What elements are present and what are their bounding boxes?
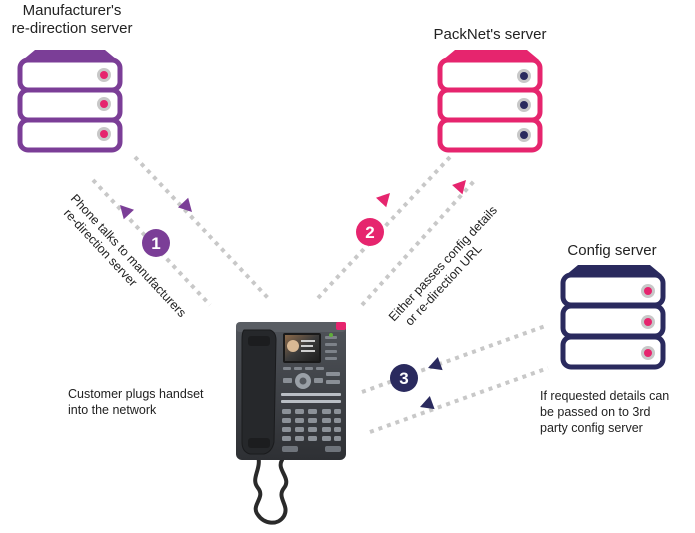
server-icon bbox=[437, 50, 543, 153]
arrow-to-phone-navy-b bbox=[420, 395, 435, 410]
manufacturer-label-line2: re-direction server bbox=[12, 20, 133, 37]
arrow-to-phone-purple bbox=[177, 197, 192, 212]
requested-note-line3: party config server bbox=[540, 421, 643, 435]
step-2-label-line1: Either passes config details bbox=[386, 203, 500, 324]
step-badge-1: 1 bbox=[142, 229, 170, 257]
step-number-2: 2 bbox=[365, 223, 374, 242]
arrowheads bbox=[120, 180, 466, 410]
packnet-server: PackNet's server bbox=[434, 26, 547, 153]
connector-config-a bbox=[361, 323, 549, 394]
customer-note-line1: Customer plugs handset bbox=[68, 387, 204, 401]
server-icon bbox=[17, 50, 123, 153]
packnet-label: PackNet's server bbox=[434, 26, 547, 43]
handset-cord bbox=[253, 453, 289, 525]
desk-phone-icon bbox=[236, 322, 346, 525]
requested-note-line2: be passed on to 3rd bbox=[540, 405, 651, 419]
arrow-to-packnet-b bbox=[452, 180, 466, 195]
requested-note: If requested details can be passed on to… bbox=[540, 389, 669, 435]
connector-packnet-b bbox=[360, 178, 477, 307]
step-number-3: 3 bbox=[399, 369, 408, 388]
customer-note-line2: into the network bbox=[68, 403, 157, 417]
connector-manufacturer-b bbox=[91, 178, 212, 307]
customer-note: Customer plugs handset into the network bbox=[68, 387, 204, 417]
step-badge-3: 3 bbox=[390, 364, 418, 392]
manufacturer-label-line1: Manufacturer's bbox=[23, 2, 122, 19]
config-label: Config server bbox=[567, 242, 656, 259]
server-icon bbox=[560, 265, 666, 370]
manufacturer-server: Manufacturer's re-direction server bbox=[12, 2, 133, 153]
step-2-label: Either passes config details or re-direc… bbox=[386, 203, 500, 328]
step-badge-2: 2 bbox=[356, 218, 384, 246]
step-number-1: 1 bbox=[151, 234, 160, 253]
config-server: Config server bbox=[560, 242, 666, 370]
connectors bbox=[91, 155, 549, 434]
arrow-to-manufacturer bbox=[120, 205, 134, 220]
phone-handset bbox=[241, 329, 277, 455]
requested-note-line1: If requested details can bbox=[540, 389, 669, 403]
arrow-to-packnet-a bbox=[376, 193, 390, 208]
arrow-to-phone-navy-a bbox=[428, 356, 443, 371]
